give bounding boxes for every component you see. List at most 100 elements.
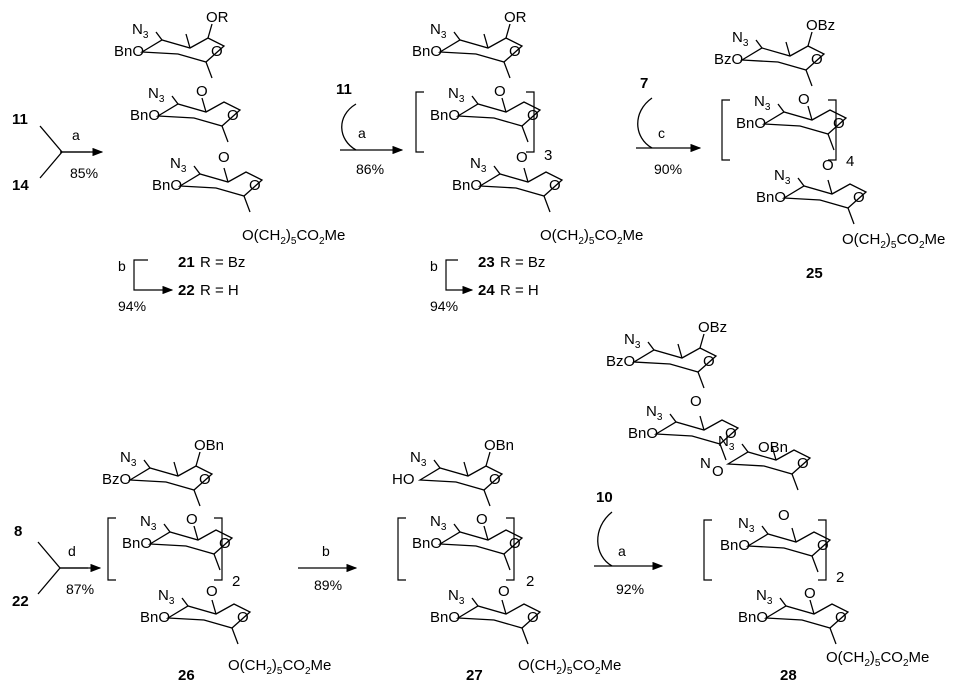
ring-oxygen: O (797, 455, 809, 472)
cn-bond (181, 597, 189, 607)
glyco-o-26a: O (186, 511, 198, 528)
repeat-2-c: 2 (836, 569, 844, 586)
compound-25-label: 25 (806, 265, 823, 282)
reagent-a-2: a (358, 125, 366, 141)
linker-21-part: 2 (280, 236, 286, 247)
cn-bond (755, 39, 763, 49)
protecting-group-label: BnO (736, 115, 766, 132)
linker-25-part: Me (925, 231, 946, 248)
protecting-group-label: BnO (738, 609, 768, 626)
linker-23-part: 2 (617, 236, 623, 247)
cn-bond (163, 523, 171, 533)
pyranose-ring (139, 37, 226, 63)
yield-85: 85% (70, 165, 98, 181)
ring-oxygen: O (527, 107, 539, 124)
linker-28-part: CO (880, 649, 903, 666)
glyco-o-23a: O (494, 83, 506, 100)
compound-22-label: 22 (178, 282, 195, 299)
azide-label: N3 (170, 155, 187, 175)
azide-label: N3 (430, 513, 447, 533)
o2-substituent: OR (206, 9, 229, 26)
ring-oxygen: O (549, 177, 561, 194)
r-group-23: R = Bz (500, 254, 545, 271)
anomeric-bond (543, 195, 551, 213)
glyco-o-28d: O (804, 585, 816, 602)
bracket-27-left (397, 517, 406, 581)
linker-25: O(CH2)5CO2Me (842, 231, 945, 251)
pyranose-ring (437, 529, 524, 555)
o2-bond (195, 451, 201, 467)
ring-oxygen: O (227, 107, 239, 124)
cn-bond (779, 597, 787, 607)
cn-bond (471, 95, 479, 105)
repeat-4: 4 (846, 153, 854, 170)
methyl-bond (501, 97, 507, 113)
fork-11-14 (39, 125, 63, 179)
ring-oxygen: O (509, 535, 521, 552)
linker-27-part: 2 (595, 666, 601, 677)
anomeric-bond (231, 627, 239, 645)
protecting-group-label: BnO (628, 425, 658, 442)
ring-oxygen: O (817, 537, 829, 554)
curve-10 (597, 511, 613, 567)
glyco-o-27b: O (498, 583, 510, 600)
o2-substituent: OR (504, 9, 527, 26)
cn-bond (193, 165, 201, 175)
bracket-27-right (506, 517, 515, 581)
linker-26: O(CH2)5CO2Me (228, 657, 331, 677)
methyl-bond (483, 525, 489, 541)
azide-label: N3 (624, 331, 641, 351)
linker-25-part: 2 (880, 240, 886, 251)
linker-26-part: 5 (277, 666, 283, 677)
glyco-o-28b: O (712, 463, 724, 480)
protecting-group-label: BnO (412, 535, 442, 552)
bracket-25-right (828, 99, 837, 161)
methyl-bond (193, 525, 199, 541)
compound-24-label: 24 (478, 282, 495, 299)
methyl-bond (201, 97, 207, 113)
protecting-group-label: BnO (720, 537, 750, 554)
ring-oxygen: O (833, 115, 845, 132)
bracket-28-right (818, 519, 827, 581)
linker-21-part: O(CH (242, 227, 280, 244)
bracket-26-right (214, 517, 223, 581)
methyl-bond (785, 41, 791, 57)
glyco-o-25a: O (798, 91, 810, 108)
o2-substituent: OBn (194, 437, 224, 454)
linker-26-part: O(CH (228, 657, 266, 674)
pyranose-ring (127, 465, 214, 491)
linker-27-part: 5 (567, 666, 573, 677)
anomeric-bond (503, 61, 511, 79)
protecting-group-label: BzO (714, 51, 743, 68)
anomeric-bond (847, 207, 855, 225)
azide-label: N3 (148, 85, 165, 105)
cn-bond (471, 597, 479, 607)
azide-label: N3 (754, 93, 771, 113)
methyl-bond (791, 527, 797, 543)
ring-oxygen: O (249, 177, 261, 194)
compound-28-label: 28 (780, 667, 797, 683)
bracket-25-left (721, 99, 730, 161)
cn-bond (741, 443, 749, 453)
methyl-bond (185, 33, 191, 49)
azide-label: N3 (774, 167, 791, 187)
reagent-b-2: b (430, 258, 438, 274)
methyl-bond (173, 461, 179, 477)
reagent-a: a (72, 127, 80, 143)
reagent-b-3: b (322, 543, 330, 559)
pyranose-ring (631, 347, 718, 373)
linker-27-part: O(CH (518, 657, 556, 674)
methyl-bond (523, 167, 529, 183)
ring-oxygen: O (703, 353, 715, 370)
o2-bond (699, 333, 705, 349)
cn-bond (669, 413, 677, 423)
azide-label: N3 (448, 587, 465, 607)
cn-bond (797, 177, 805, 187)
